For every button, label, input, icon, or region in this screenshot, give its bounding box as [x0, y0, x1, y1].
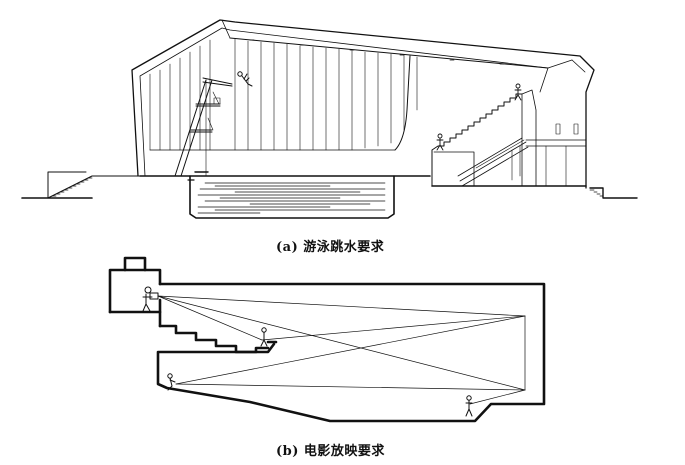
audience-figures [167, 327, 473, 417]
pool [139, 171, 431, 219]
pool-water [197, 182, 386, 214]
caption-b: (b) 电影放映要求 [276, 444, 385, 459]
projector-operator [142, 286, 159, 312]
caption-a: (a) 游泳跳水要求 [276, 240, 385, 255]
spectator-figures [436, 83, 522, 151]
cinema-projection-section-drawing [108, 256, 546, 423]
diver-figure [237, 71, 253, 87]
spectator-stand [431, 89, 587, 187]
wall-battens [149, 38, 418, 151]
ground-right [589, 187, 638, 199]
diving-pool-section-drawing [21, 19, 638, 219]
projection-rays [157, 295, 526, 405]
left-entry-steps [51, 177, 93, 197]
building-envelope [131, 19, 595, 189]
auditorium-shell [156, 282, 546, 423]
roof-details [249, 39, 505, 65]
diving-tower [174, 77, 233, 177]
right-exit-steps [589, 189, 604, 197]
ground-left [21, 171, 141, 199]
inner-curved-wall [394, 55, 411, 151]
projection-booth [108, 256, 162, 328]
